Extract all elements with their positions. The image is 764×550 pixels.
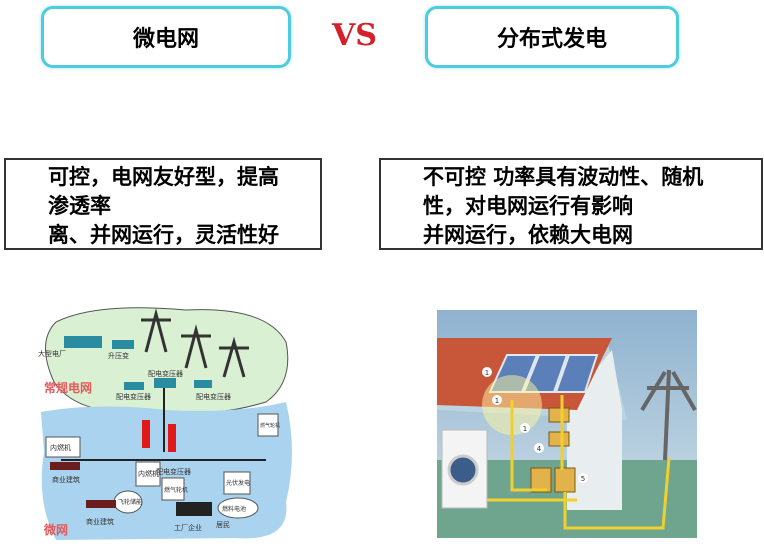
microgrid-title: 微电网 [132,27,199,52]
label: 配电变压器 [116,392,151,401]
transformer-icon [112,340,134,349]
label: 燃料电池 [222,505,246,513]
distributed-generation-title: 分布式发电 [496,27,607,52]
marker: 5 [581,475,585,483]
label: 配电变压器 [148,369,183,378]
microgrid-title-box: 微电网 [41,6,291,68]
tower-icons [141,308,249,378]
feature-line: 性，对电网运行有影响 [423,194,633,218]
vs-label: VS [332,18,377,53]
marker: 1 [485,369,489,377]
label: 配电变压器 [156,467,191,476]
label: 工厂企业 [174,523,202,532]
microgrid-diagram: 大型电厂 升压变 配电变压器 配电变压器 配电变压器 常规电网 微网 内燃机 内… [38,307,292,540]
label: 燃气轮机 [260,422,280,429]
distributed-generation-title-box: 分布式发电 [425,6,679,68]
label: 飞轮储能 [118,498,142,506]
label: 燃气轮机 [164,486,188,494]
distributed-generation-diagram: 1 1 1 4 5 [437,310,697,538]
transformer-icon [194,380,212,388]
label: 微网 [43,522,68,537]
marker: 1 [495,397,499,405]
power-pylon-icon [640,369,697,461]
microgrid-features-box: 可控，电网友好型，提高 渗透率 离、并网运行，灵活性好 [4,158,322,250]
label: 商业建筑 [52,475,80,484]
feature-line: 离、并网运行，灵活性好 [48,223,279,247]
conventional-grid-area [45,307,289,415]
marker: 4 [537,445,542,453]
label: 配电变压器 [196,392,231,401]
label: 常规电网 [44,380,92,395]
label: 内燃机 [50,443,71,452]
power-plant-icon [64,336,102,348]
feature-line: 不可控 功率具有波动性、随机 [423,165,704,189]
transformer-icon [124,382,144,390]
factory-icon [176,502,212,516]
feature-line: 可控，电网友好型，提高 [48,165,279,189]
label: 居民 [216,521,230,529]
feature-line: 并网运行，依赖大电网 [423,223,633,247]
marker: 1 [523,425,527,433]
label: 商业建筑 [86,517,114,526]
feature-line: 渗透率 [48,194,111,218]
wiring [487,395,671,530]
label: 大型电厂 [38,349,66,358]
transformer-icon [154,378,176,388]
label: 光伏发电 [226,479,250,487]
distributed-features-box: 不可控 功率具有波动性、随机 性，对电网运行有影响 并网运行，依赖大电网 [379,158,763,250]
label: 内燃机 [138,469,159,478]
arrow-up-icon [168,424,176,452]
arrow-down-icon [142,420,150,448]
label: 升压变 [108,351,129,360]
